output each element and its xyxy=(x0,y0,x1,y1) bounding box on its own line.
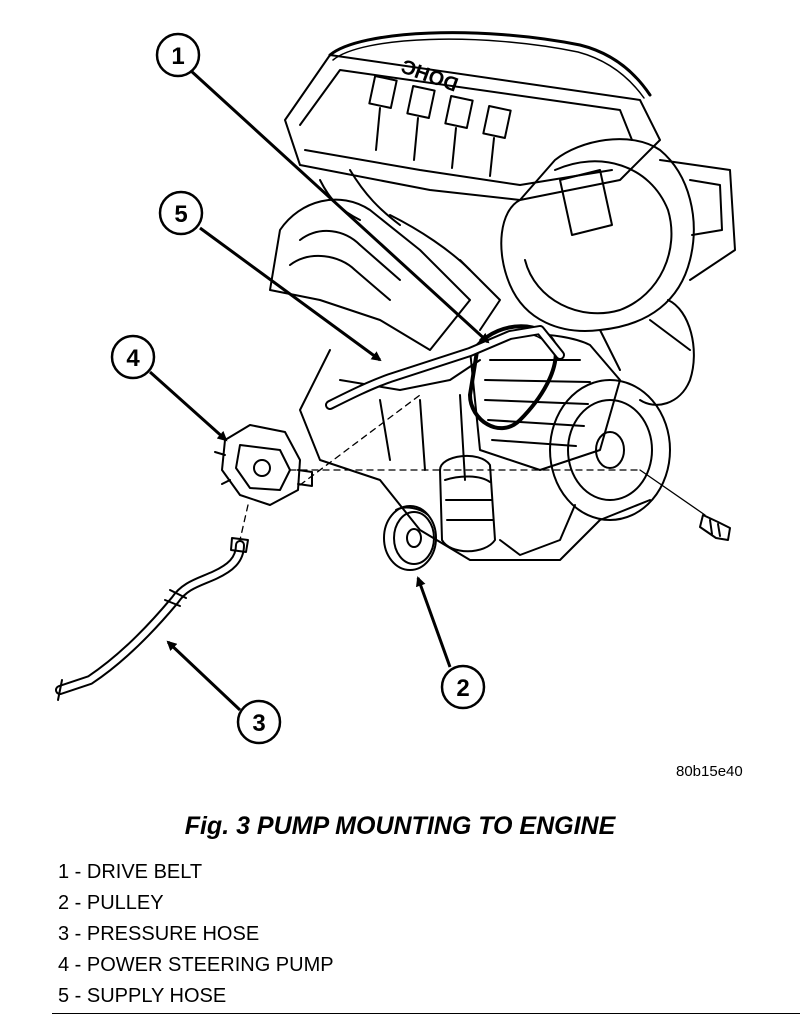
legend-item: 4 - POWER STEERING PUMP xyxy=(58,954,334,976)
engine-cover-text: DOHC xyxy=(398,56,461,97)
engine-block xyxy=(299,349,651,561)
callout-circle-3 xyxy=(236,699,282,745)
bolt xyxy=(699,514,731,541)
leader-line-3 xyxy=(166,640,242,712)
callout-circle-2 xyxy=(440,664,486,710)
leader-line-1 xyxy=(188,68,490,344)
bottom-divider xyxy=(52,1013,800,1014)
oil-filter xyxy=(439,454,496,553)
engine-line-drawing: DOHC xyxy=(55,31,736,745)
legend-item: 5 - SUPPLY HOSE xyxy=(58,985,227,1007)
pressure-hose xyxy=(55,537,249,701)
callout-circle-5 xyxy=(158,190,204,236)
figure-caption: Fig. 3 PUMP MOUNTING TO ENGINE xyxy=(184,812,616,840)
cable-tube xyxy=(328,31,652,97)
leader-line-5 xyxy=(199,226,382,362)
legend-item: 2 - PULLEY xyxy=(58,892,164,914)
supply-hose xyxy=(325,325,565,410)
callout-number-5: 5 xyxy=(174,201,187,228)
callout-circle-4 xyxy=(110,334,156,380)
leader-line-4 xyxy=(148,370,228,442)
valve-cover xyxy=(284,54,661,201)
callout-number-3: 3 xyxy=(252,710,265,737)
callout-circle-1 xyxy=(155,32,201,78)
power-steering-pump xyxy=(214,424,313,506)
timing-cover xyxy=(500,138,695,332)
callout-number-2: 2 xyxy=(456,675,469,702)
leader-line-2 xyxy=(416,576,452,668)
callout-number-1: 1 xyxy=(171,43,184,70)
pulley xyxy=(383,505,437,571)
legend-item: 1 - DRIVE BELT xyxy=(58,861,203,883)
figure-reference-code: 80b15e40 xyxy=(676,763,743,780)
coil-packs xyxy=(368,75,512,177)
callout-number-4: 4 xyxy=(126,345,140,372)
drive-belt xyxy=(468,324,558,431)
legend-item: 3 - PRESSURE HOSE xyxy=(58,923,260,945)
legend: 1 - DRIVE BELT 2 - PULLEY 3 - PRESSURE H… xyxy=(58,857,334,1012)
ac-compressor xyxy=(469,333,671,556)
